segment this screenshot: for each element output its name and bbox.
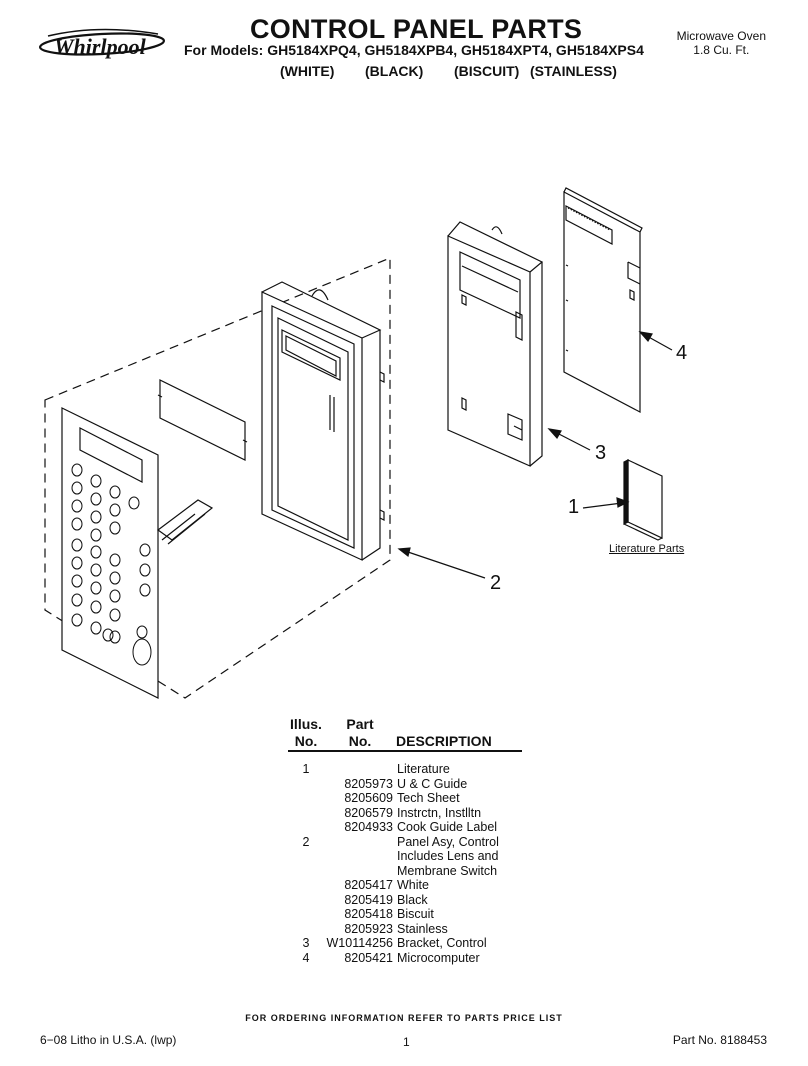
part-no-cell: 8206579	[344, 805, 393, 820]
document-part-number: Part No. 8188453	[672, 1033, 767, 1047]
description-cell: Includes Lens and	[397, 849, 499, 863]
callout-3: 3	[595, 442, 607, 464]
table-row: 8205419 Black	[280, 893, 540, 908]
microcomputer-board	[563, 187, 643, 413]
product-capacity: 1.8 Cu. Ft.	[693, 43, 750, 57]
leader-line-2	[404, 550, 486, 579]
illus-no-cell: 2	[302, 834, 310, 849]
callout-2: 2	[490, 572, 502, 594]
callout-4: 4	[676, 342, 688, 364]
ordering-note: FOR ORDERING INFORMATION REFER TO PARTS …	[245, 1013, 563, 1023]
part-no-cell: 8205419	[344, 892, 393, 907]
membrane-keypad	[61, 407, 214, 699]
variant-black: (BLACK)	[365, 63, 424, 79]
table-row: 8205418 Biscuit	[280, 907, 540, 922]
page-title: CONTROL PANEL PARTS	[250, 14, 583, 44]
table-row: 8205973 U & C Guide	[280, 777, 540, 792]
leader-line-3	[554, 431, 591, 451]
table-row: 1 Literature	[280, 762, 540, 777]
product-info: Microwave Oven 1.8 Cu. Ft.	[677, 29, 766, 57]
part-no-cell: 8205923	[344, 921, 393, 936]
part-no-cell: 8205973	[344, 776, 393, 791]
callout-1: 1	[568, 496, 580, 518]
table-row: 4 8205421 Microcomputer	[280, 951, 540, 966]
description-cell: Microcomputer	[397, 950, 480, 965]
control-bracket	[447, 221, 544, 467]
description-cell: White	[397, 878, 429, 892]
variant-white: (WHITE)	[280, 63, 335, 79]
illus-no-cell: 4	[302, 950, 310, 965]
header-illus-line2: No.	[294, 733, 318, 749]
table-row: 8205923 Stainless	[280, 922, 540, 937]
assembly-boundary	[44, 257, 391, 699]
header-rule	[288, 750, 522, 752]
leader-line-1	[582, 502, 623, 509]
table-row: Includes Lens and	[280, 849, 540, 864]
variant-biscuit: (BISCUIT)	[454, 63, 520, 79]
header-part-line2: No.	[348, 733, 372, 749]
part-no-cell: W10114256	[326, 936, 394, 950]
description-cell: Literature	[397, 762, 450, 776]
part-no-cell: 8205418	[344, 907, 393, 921]
table-row: 8205417 White	[280, 878, 540, 893]
illus-no-cell: 1	[302, 762, 310, 776]
description-cell: Black	[397, 892, 428, 907]
table-row: Membrane Switch	[280, 864, 540, 879]
svg-text:Whirlpool: Whirlpool	[54, 34, 147, 59]
description-cell: Cook Guide Label	[397, 820, 498, 834]
description-cell: Stainless	[397, 921, 448, 936]
header-part-no: Part No.	[340, 716, 380, 750]
table-row: 8206579 Instrctn, Instlltn	[280, 806, 540, 821]
page-number: 1	[403, 1035, 410, 1049]
table-row: 8205609 Tech Sheet	[280, 791, 540, 806]
description-cell: Tech Sheet	[397, 791, 460, 805]
part-no-cell: 8205417	[344, 878, 393, 892]
header-description: DESCRIPTION	[396, 733, 492, 749]
product-type: Microwave Oven	[676, 29, 766, 43]
litho-info: 6−08 Litho in U.S.A. (lwp)	[40, 1033, 177, 1047]
description-cell: Membrane Switch	[397, 863, 498, 878]
illus-no-cell: 3	[302, 936, 310, 950]
literature-booklet	[623, 459, 663, 541]
display-lens	[159, 379, 246, 461]
description-cell: Bracket, Control	[397, 936, 487, 950]
header-part-line1: Part	[346, 716, 374, 732]
control-panel-frame	[261, 281, 385, 561]
literature-parts-label: Literature Parts	[609, 543, 685, 555]
header-illus-line1: Illus.	[290, 716, 322, 732]
table-row: 2 Panel Asy, Control	[280, 835, 540, 850]
variant-stainless: (STAINLESS)	[530, 63, 617, 79]
description-cell: U & C Guide	[397, 776, 468, 791]
part-no-cell: 8204933	[344, 820, 393, 834]
description-cell: Biscuit	[397, 907, 434, 921]
whirlpool-logo: Whirlpool	[38, 28, 166, 59]
part-no-cell: 8205421	[344, 950, 393, 965]
table-row: 8204933 Cook Guide Label	[280, 820, 540, 835]
model-list: For Models: GH5184XPQ4, GH5184XPB4, GH51…	[184, 42, 644, 58]
description-cell: Instrctn, Instlltn	[397, 805, 482, 820]
part-no-cell: 8205609	[344, 791, 393, 805]
description-cell: Panel Asy, Control	[397, 834, 499, 849]
exploded-parts-diagram	[44, 187, 673, 699]
header-illus-no: Illus. No.	[286, 716, 326, 750]
